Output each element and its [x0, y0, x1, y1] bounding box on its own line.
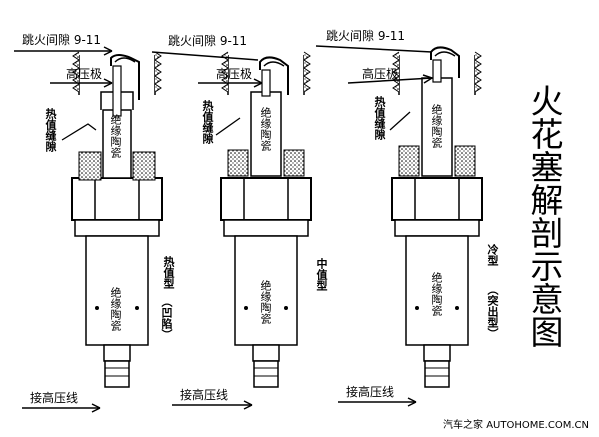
heat-gap-leader-2	[215, 117, 241, 136]
svg-text:接高压线: 接高压线	[180, 387, 228, 402]
heat-gap-label-2: 热值缝隙	[201, 100, 214, 144]
plug-type-label-2: 中值型	[315, 258, 328, 291]
heat-gap-label-3: 热值缝隙	[373, 96, 386, 140]
insulator-lower-label-3: 绝缘陶瓷	[430, 272, 443, 316]
plug-hot	[71, 51, 163, 388]
insulator-lower-label-2: 绝缘陶瓷	[259, 280, 272, 324]
spark-gap-label-3: 跳火间隙 9-11	[315, 29, 433, 53]
heat-gap-leader-1	[61, 123, 97, 141]
svg-text:高压极: 高压极	[362, 66, 398, 81]
plug-detail-label-1: （凹陷）	[160, 296, 173, 340]
hv-wire-label-1: 接高压线	[22, 390, 101, 413]
hv-electrode-label-1: 高压极	[50, 66, 113, 88]
hv-electrode-label-2: 高压极	[198, 66, 263, 88]
insulator-upper-label-1: 绝缘陶瓷	[109, 114, 122, 158]
insulator-lower-label-1: 绝缘陶瓷	[109, 287, 122, 331]
plug-detail-label-3: （突出型）	[486, 284, 499, 339]
hv-electrode-label-3: 高压极	[347, 66, 433, 84]
svg-text:高压极: 高压极	[66, 66, 102, 81]
spark-gap-label-1: 跳火间隙 9-11	[14, 33, 113, 56]
heat-gap-leader-3	[389, 111, 411, 131]
diagram-title: 火花塞解剖示意图	[525, 84, 564, 348]
spark-gap-label-2: 跳火间隙 9-11	[151, 34, 259, 61]
heat-gap-label-1: 热值缝隙	[44, 108, 57, 152]
insulator-upper-label-2: 绝缘陶瓷	[259, 107, 272, 151]
svg-text:高压极: 高压极	[216, 66, 252, 81]
hv-wire-label-2: 接高压线	[172, 387, 253, 410]
svg-text:跳火间隙 9-11: 跳火间隙 9-11	[22, 33, 101, 47]
plug-type-label-3: 冷型	[486, 244, 499, 266]
watermark: 汽车之家 AUTOHOME.COM.CN	[443, 420, 589, 431]
plug-type-label-1: 热值型	[162, 256, 175, 289]
plug-medium	[220, 51, 312, 388]
insulator-upper-label-3: 绝缘陶瓷	[430, 104, 443, 148]
svg-text:接高压线: 接高压线	[30, 390, 78, 405]
hv-wire-label-3: 接高压线	[338, 384, 417, 407]
svg-text:接高压线: 接高压线	[346, 384, 394, 399]
svg-text:跳火间隙 9-11: 跳火间隙 9-11	[326, 29, 405, 43]
plug-cold	[391, 46, 483, 388]
svg-text:跳火间隙 9-11: 跳火间隙 9-11	[168, 34, 247, 48]
